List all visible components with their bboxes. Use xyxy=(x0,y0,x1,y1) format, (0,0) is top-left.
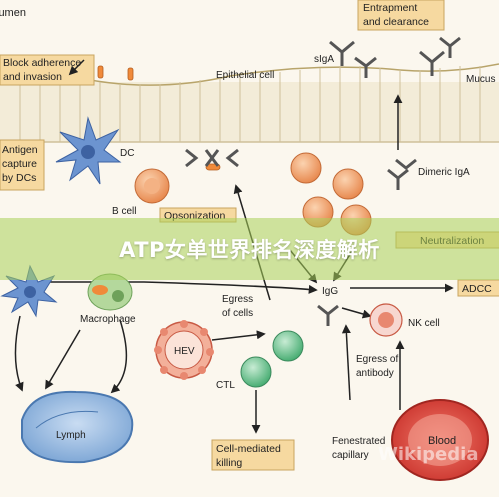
epithelium xyxy=(0,63,499,143)
block-label-2: and invasion xyxy=(3,71,62,83)
antigen-capture-box: Antigen capture by DCs xyxy=(0,139,45,191)
entrapment-box: Entrapment and clearance xyxy=(357,0,445,31)
cell-killing-box: Cell-mediated killing xyxy=(211,439,295,471)
antibody-igg xyxy=(317,304,339,326)
block-label-1: Block adherence xyxy=(3,57,81,69)
egress-antibody-1: Egress of xyxy=(356,354,398,365)
adcc-label: ADCC xyxy=(462,283,492,295)
nk-cell xyxy=(369,303,403,337)
egress-cells-2: of cells xyxy=(222,308,253,319)
lumen-label: lumen xyxy=(0,7,26,19)
nk-label: NK cell xyxy=(408,318,440,329)
entrapment-label-1: Entrapment xyxy=(363,2,417,14)
blood-label: Blood xyxy=(428,435,456,447)
block-adherence-box: Block adherence and invasion xyxy=(0,54,95,86)
antigen-label-1: Antigen xyxy=(2,144,38,156)
pathogen-icons xyxy=(97,65,221,171)
antibody-mucus xyxy=(419,36,461,76)
fenestrated-label-1: Fenestrated xyxy=(332,436,385,447)
lymph-label: Lymph xyxy=(56,430,86,441)
ctl-label: CTL xyxy=(216,380,235,391)
bcell-label: B cell xyxy=(112,206,136,217)
antibody-siga-top xyxy=(329,40,377,78)
cellkill-label-2: killing xyxy=(216,457,242,469)
dc-label: DC xyxy=(120,148,134,159)
adcc-box: ADCC xyxy=(457,279,499,297)
lymph-node xyxy=(21,390,134,464)
title-banner: ATP女单世界排名深度解析 xyxy=(0,218,499,280)
fenestrated-label-2: capillary xyxy=(332,450,369,461)
hev-label: HEV xyxy=(174,346,195,357)
dendritic-cell xyxy=(55,116,122,185)
epithelial-label: Epithelial cell xyxy=(216,70,274,81)
hev xyxy=(154,320,214,380)
macrophage-label: Macrophage xyxy=(80,314,136,325)
igg-label: IgG xyxy=(322,286,338,297)
antibody-dimeric xyxy=(387,158,417,190)
antibody-opsonization xyxy=(185,148,239,168)
blood-vessel xyxy=(391,399,489,481)
watermark: Wikipedia xyxy=(378,444,478,465)
dimeric-label: Dimeric IgA xyxy=(418,167,470,178)
cellkill-label-1: Cell-mediated xyxy=(216,443,281,455)
egress-cells-1: Egress xyxy=(222,294,253,305)
banner-title: ATP女单世界排名深度解析 xyxy=(119,238,380,262)
b-cell-1 xyxy=(134,168,170,204)
ctl-cells xyxy=(240,330,304,388)
egress-antibody-2: antibody xyxy=(356,368,394,379)
entrapment-label-2: and clearance xyxy=(363,16,429,28)
antigen-label-3: by DCs xyxy=(2,172,36,184)
arrows-lower xyxy=(14,315,405,434)
antigen-label-2: capture xyxy=(2,158,37,170)
siga-label: sIgA xyxy=(314,54,334,65)
mucus-label: Mucus xyxy=(466,74,495,85)
